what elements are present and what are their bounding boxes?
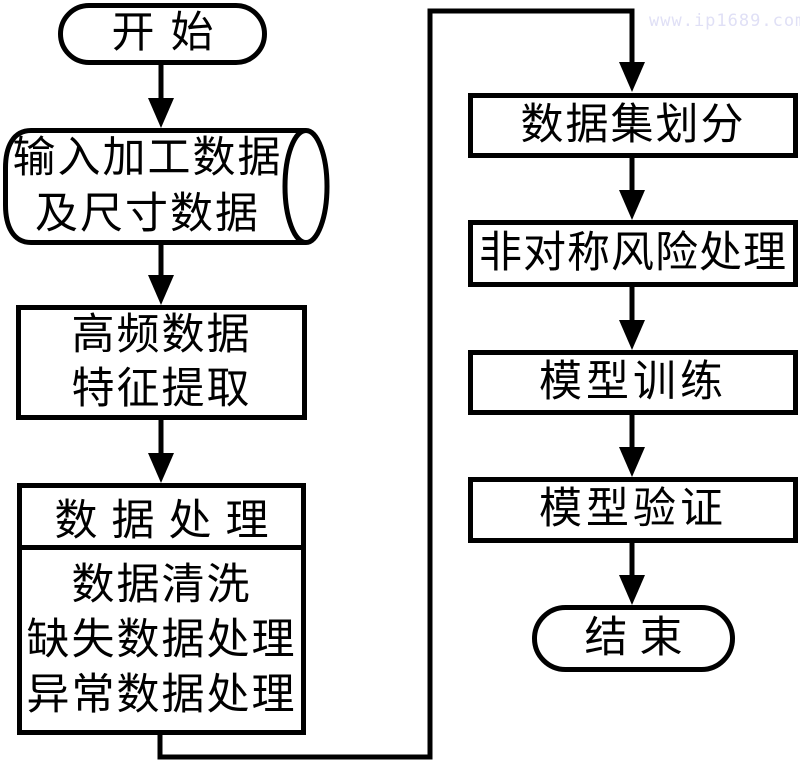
- arrowhead: [148, 98, 174, 128]
- node-start-label: 开始: [111, 10, 230, 58]
- stored-data-shape: [3, 128, 330, 245]
- node-input-data: 输入加工数据 及尺寸数据: [5, 130, 290, 243]
- edge-validation-to-end: [619, 542, 645, 605]
- node-dataset-split-label: 数据集划分: [520, 101, 746, 149]
- edge-input-to-feature: [148, 243, 174, 305]
- node-asymmetric-risk-label: 非对称风险处理: [479, 229, 787, 277]
- edge-dataset-to-risk: [619, 157, 645, 220]
- node-model-validation-label: 模型验证: [539, 486, 727, 534]
- arrowhead: [619, 575, 645, 605]
- node-data-processing: 数据处理 数据清洗 缺失数据处理 异常数据处理: [17, 483, 306, 735]
- node-input-data-line1: 输入加工数据: [12, 134, 283, 182]
- edge-training-to-validation: [619, 414, 645, 477]
- node-input-data-line2: 及尺寸数据: [35, 190, 260, 238]
- node-data-processing-item-2: 缺失数据处理: [26, 616, 297, 664]
- edge-feature-to-processing: [148, 419, 174, 483]
- edge-processing-to-dataset: [157, 8, 645, 760]
- node-dataset-split: 数据集划分: [468, 93, 798, 158]
- node-asymmetric-risk: 非对称风险处理: [468, 220, 798, 287]
- arrowhead: [619, 447, 645, 477]
- node-feature-extraction-line2: 特征提取: [71, 365, 252, 413]
- node-end: 结束: [532, 605, 735, 672]
- arrowhead: [619, 62, 645, 92]
- node-data-processing-item-1: 数据清洗: [71, 561, 252, 609]
- arrowhead: [619, 320, 645, 350]
- edge-start-to-input: [148, 64, 174, 128]
- arrowhead: [619, 190, 645, 220]
- node-feature-extraction: 高频数据 特征提取: [16, 305, 307, 420]
- node-data-processing-body: 数据清洗 缺失数据处理 异常数据处理: [22, 550, 301, 730]
- node-model-training-label: 模型训练: [539, 358, 727, 406]
- arrowhead: [148, 453, 174, 483]
- watermark-text: www.ip1689.com: [649, 11, 800, 31]
- edge-risk-to-training: [619, 286, 645, 350]
- node-model-training: 模型训练: [468, 350, 798, 415]
- node-feature-extraction-line1: 高频数据: [71, 311, 252, 359]
- node-data-processing-item-3: 异常数据处理: [26, 671, 297, 719]
- node-model-validation: 模型验证: [468, 477, 798, 543]
- node-data-processing-header: 数据处理: [22, 488, 301, 550]
- node-start: 开始: [58, 3, 267, 65]
- arrowhead: [148, 275, 174, 305]
- node-end-label: 结束: [584, 614, 695, 662]
